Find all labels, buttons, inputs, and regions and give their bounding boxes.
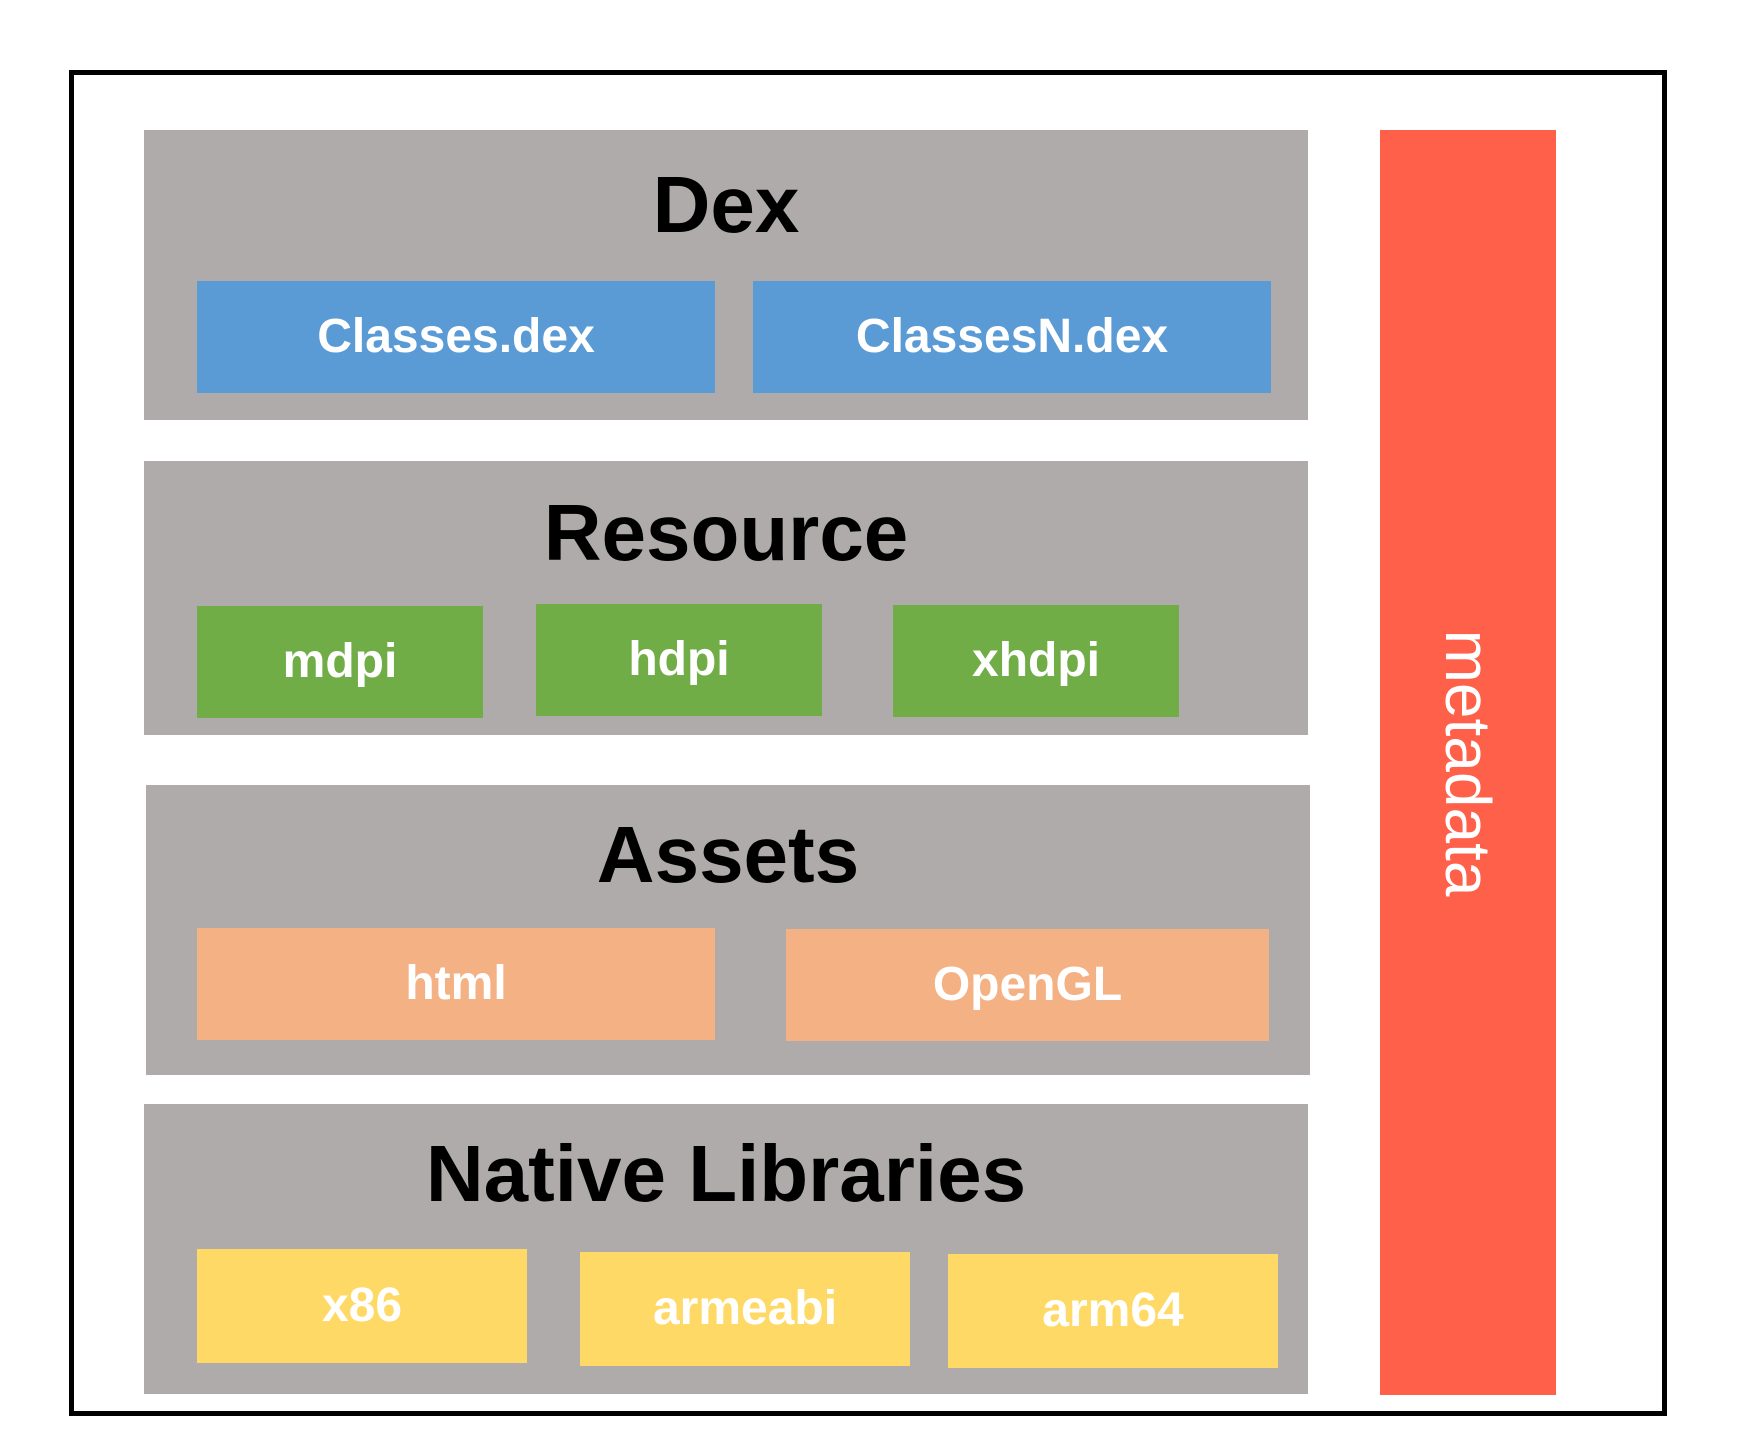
box-arm64: arm64 [948,1254,1278,1368]
section-title-resource: Resource [543,488,909,577]
diagram-frame [69,70,1667,1416]
section-native-libraries: Native Libraries x86 armeabi arm64 [144,1104,1308,1394]
box-opengl: OpenGL [786,929,1269,1041]
box-armeabi: armeabi [580,1252,910,1366]
section-title-dex: Dex [652,160,800,249]
box-html: html [197,928,715,1040]
section-assets: Assets html OpenGL [146,785,1310,1075]
metadata-label: metadata [1432,629,1504,896]
metadata-bar: metadata [1380,130,1556,1395]
box-mdpi: mdpi [197,606,483,718]
box-x86: x86 [197,1249,527,1363]
box-classesn-dex: ClassesN.dex [753,281,1271,393]
section-title-native-libraries: Native Libraries [425,1129,1027,1218]
section-resource: Resource mdpi hdpi xhdpi [144,461,1308,735]
box-xhdpi: xhdpi [893,605,1179,717]
box-hdpi: hdpi [536,604,822,716]
box-classes-dex: Classes.dex [197,281,715,393]
section-dex: Dex Classes.dex ClassesN.dex [144,130,1308,420]
section-title-assets: Assets [596,810,860,899]
